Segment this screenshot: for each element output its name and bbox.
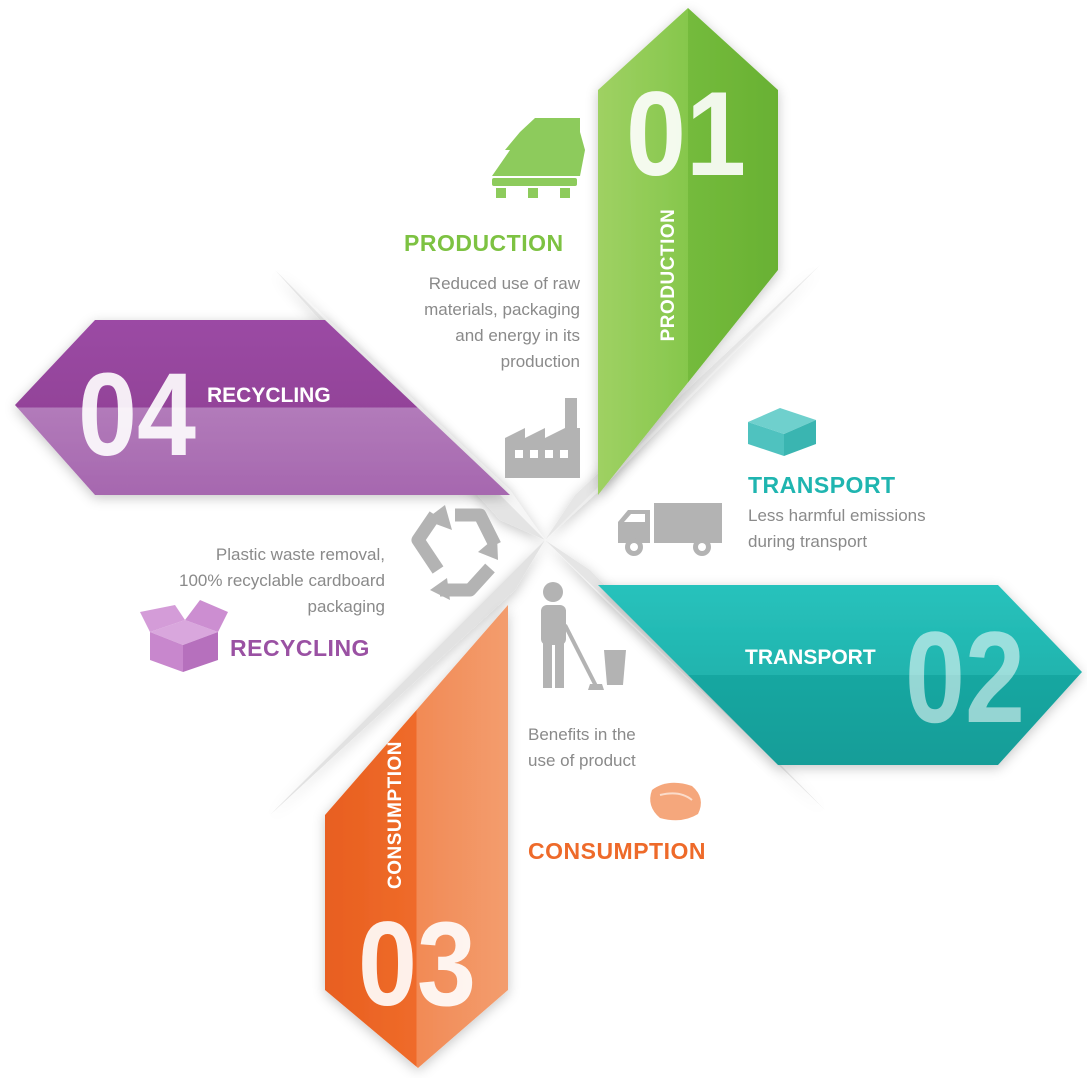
transport-band [598, 585, 1082, 765]
cleaner-person-icon [541, 582, 626, 690]
description-line: Benefits in the [528, 725, 636, 744]
description-transport: Less harmful emissions during transport [748, 503, 978, 555]
description-line: 100% recyclable cardboard [178, 571, 385, 590]
description-production: Reduced use of raw materials, packaging … [370, 271, 580, 375]
band-label-transport: TRANSPORT [745, 646, 876, 669]
truck-icon [618, 503, 722, 556]
band-label-recycling: RECYCLING [207, 384, 331, 407]
description-line: Plastic waste removal, [215, 545, 385, 564]
description-consumption: Benefits in the use of product [528, 722, 728, 774]
description-line: use of product [528, 751, 636, 770]
description-line: during transport [748, 532, 868, 551]
stage-title-recycling: RECYCLING [230, 635, 370, 661]
description-line: Less harmful emissions [748, 506, 926, 525]
consumption-band [325, 605, 508, 1068]
recycle-icon [411, 508, 501, 597]
pallet-bags-icon [492, 118, 585, 198]
stage-title-transport: TRANSPORT [748, 472, 896, 498]
stage-number-recycling: 04 [78, 349, 196, 481]
box-icon [748, 408, 816, 456]
factory-icon [505, 398, 580, 478]
description-line: production [500, 352, 580, 371]
stage-number-transport: 02 [905, 604, 1025, 750]
description-line: Reduced use of raw [428, 274, 580, 293]
description-line: materials, packaging [424, 300, 580, 319]
band-label-production: PRODUCTION [658, 208, 679, 342]
band-label-consumption: CONSUMPTION [385, 741, 406, 889]
bag-icon [650, 782, 701, 821]
open-box-icon [140, 600, 228, 672]
description-recycling: Plastic waste removal, 100% recyclable c… [120, 542, 385, 620]
description-line: packaging [307, 597, 385, 616]
stage-number-consumption: 03 [358, 897, 476, 1031]
recycling-band [15, 320, 510, 495]
description-line: and energy in its [455, 326, 580, 345]
stage-number-production: 01 [626, 67, 746, 201]
production-band [598, 8, 778, 495]
stage-title-production: PRODUCTION [404, 230, 564, 256]
stage-title-consumption: CONSUMPTION [528, 838, 706, 864]
